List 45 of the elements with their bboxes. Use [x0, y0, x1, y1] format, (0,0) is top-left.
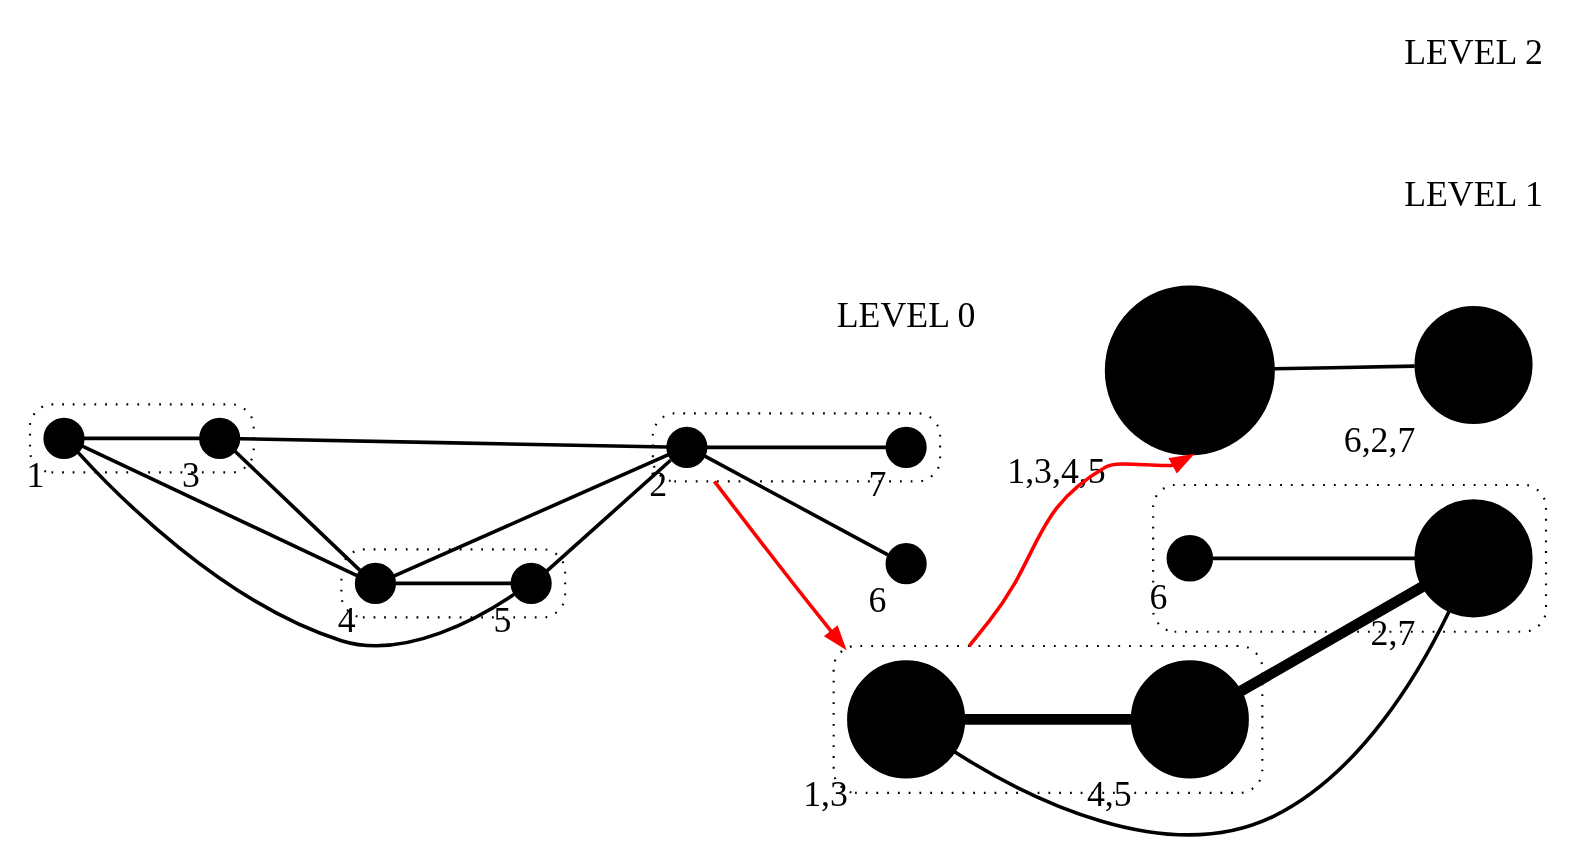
node-label: 1 — [26, 454, 45, 495]
connector — [233, 449, 362, 572]
node-circle — [43, 417, 85, 459]
label: LEVEL 0 — [836, 295, 976, 336]
connector — [1274, 364, 1415, 371]
node-label: 6,2,7 — [1343, 419, 1416, 460]
node-circle — [1414, 499, 1533, 618]
arrow — [713, 480, 847, 651]
arrow — [967, 453, 1195, 648]
node-label: 7 — [868, 463, 887, 504]
node-label: 2,7 — [1370, 613, 1416, 654]
connector — [953, 610, 1451, 837]
node-circle — [885, 543, 927, 585]
node-circle — [199, 417, 241, 459]
connector — [1212, 556, 1416, 561]
connector — [393, 453, 670, 578]
node-circle — [847, 660, 966, 779]
node-label: 1,3 — [803, 774, 848, 815]
node-label: 5 — [493, 599, 512, 640]
node-circle — [666, 426, 708, 468]
connector — [545, 458, 672, 573]
connector — [239, 436, 668, 449]
node-circle — [354, 562, 396, 604]
node-label: 4 — [337, 599, 356, 640]
label: LEVEL 1 — [1404, 173, 1543, 214]
node-circle — [510, 562, 552, 604]
node-label: 6 — [1149, 577, 1168, 618]
node-label: 4,5 — [1086, 774, 1132, 815]
connector — [704, 454, 889, 557]
connector — [707, 445, 886, 450]
connector — [76, 451, 516, 648]
node-label: 1,3,4,5 — [1007, 451, 1106, 492]
node-label: 6 — [868, 580, 887, 621]
node-label: 3 — [182, 454, 201, 495]
node-circle — [1166, 535, 1214, 582]
connector — [83, 436, 200, 441]
connector — [964, 714, 1132, 725]
label: LEVEL 2 — [1404, 32, 1543, 73]
connector — [1238, 582, 1425, 696]
node-circle — [1104, 285, 1275, 456]
connector — [81, 444, 358, 578]
node-circle — [1130, 660, 1249, 779]
node-circle — [1414, 305, 1533, 425]
node-circle — [885, 426, 927, 468]
connector — [395, 581, 512, 586]
